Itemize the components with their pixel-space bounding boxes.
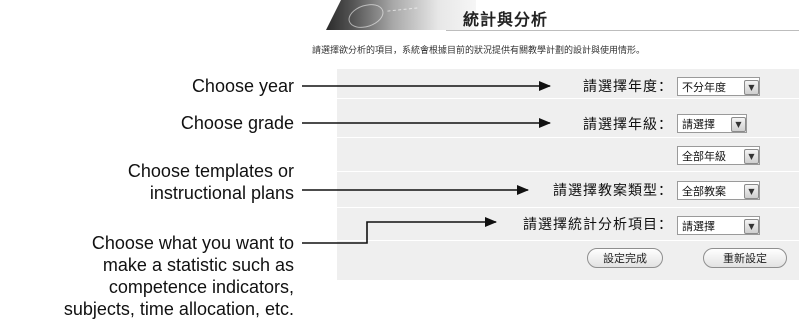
annotation-statistic: Choose what you want to make a statistic…: [64, 232, 294, 320]
annotation-statistic-line: make a statistic such as: [102, 255, 294, 275]
intro-text: 請選擇欲分析的項目，系統會根據目前的狀況提供有關教學計劃的設計與使用情形。: [312, 46, 646, 56]
year-select[interactable]: 不分年度 ▼: [677, 77, 760, 96]
header-banner-image: [326, 0, 476, 30]
row-divider: [337, 137, 799, 138]
annotation-statistic-line: Choose what you want to: [91, 233, 294, 253]
annotation-templates: Choose templates or instructional plans: [128, 160, 294, 204]
chevron-down-icon[interactable]: ▼: [744, 184, 759, 199]
plan-type-select-value: 全部教案: [682, 185, 726, 198]
row-divider: [337, 240, 799, 241]
title-divider: [446, 30, 799, 31]
analysis-item-select-value: 請選擇: [682, 220, 715, 233]
annotation-templates-line: Choose templates or: [127, 161, 294, 181]
annotation-templates-line: instructional plans: [149, 183, 294, 203]
grade-label: 請選擇年級：: [583, 117, 673, 133]
arrow-statistic: [302, 217, 497, 244]
chevron-down-icon[interactable]: ▼: [744, 219, 759, 234]
analysis-item-select[interactable]: 請選擇 ▼: [677, 216, 760, 235]
analysis-item-label: 請選擇統計分析項目：: [523, 217, 673, 233]
grade-select-value: 請選擇: [682, 118, 715, 131]
row-divider: [337, 98, 799, 99]
form-panel: [337, 69, 799, 280]
chevron-down-icon[interactable]: ▼: [744, 149, 759, 164]
chevron-down-icon[interactable]: ▼: [744, 80, 759, 95]
row-divider: [337, 207, 799, 208]
grade-select[interactable]: 請選擇 ▼: [677, 114, 747, 133]
annotation-year: Choose year: [191, 76, 294, 96]
year-label: 請選擇年度：: [583, 79, 673, 95]
plan-type-label: 請選擇教案類型：: [553, 183, 673, 199]
page-title: 統計與分析: [463, 10, 549, 29]
submit-button[interactable]: 設定完成: [587, 248, 663, 268]
row-divider: [337, 171, 799, 172]
annotation-statistic-line: competence indicators,: [108, 277, 294, 297]
annotation-grade: Choose grade: [180, 113, 294, 133]
year-select-value: 不分年度: [682, 81, 726, 94]
grade-sub-select-value: 全部年級: [682, 150, 726, 163]
grade-sub-select[interactable]: 全部年級 ▼: [677, 146, 760, 165]
annotation-statistic-line: subjects, time allocation, etc.: [63, 299, 294, 319]
reset-button[interactable]: 重新設定: [703, 248, 787, 268]
plan-type-select[interactable]: 全部教案 ▼: [677, 181, 760, 200]
chevron-down-icon[interactable]: ▼: [731, 117, 746, 132]
